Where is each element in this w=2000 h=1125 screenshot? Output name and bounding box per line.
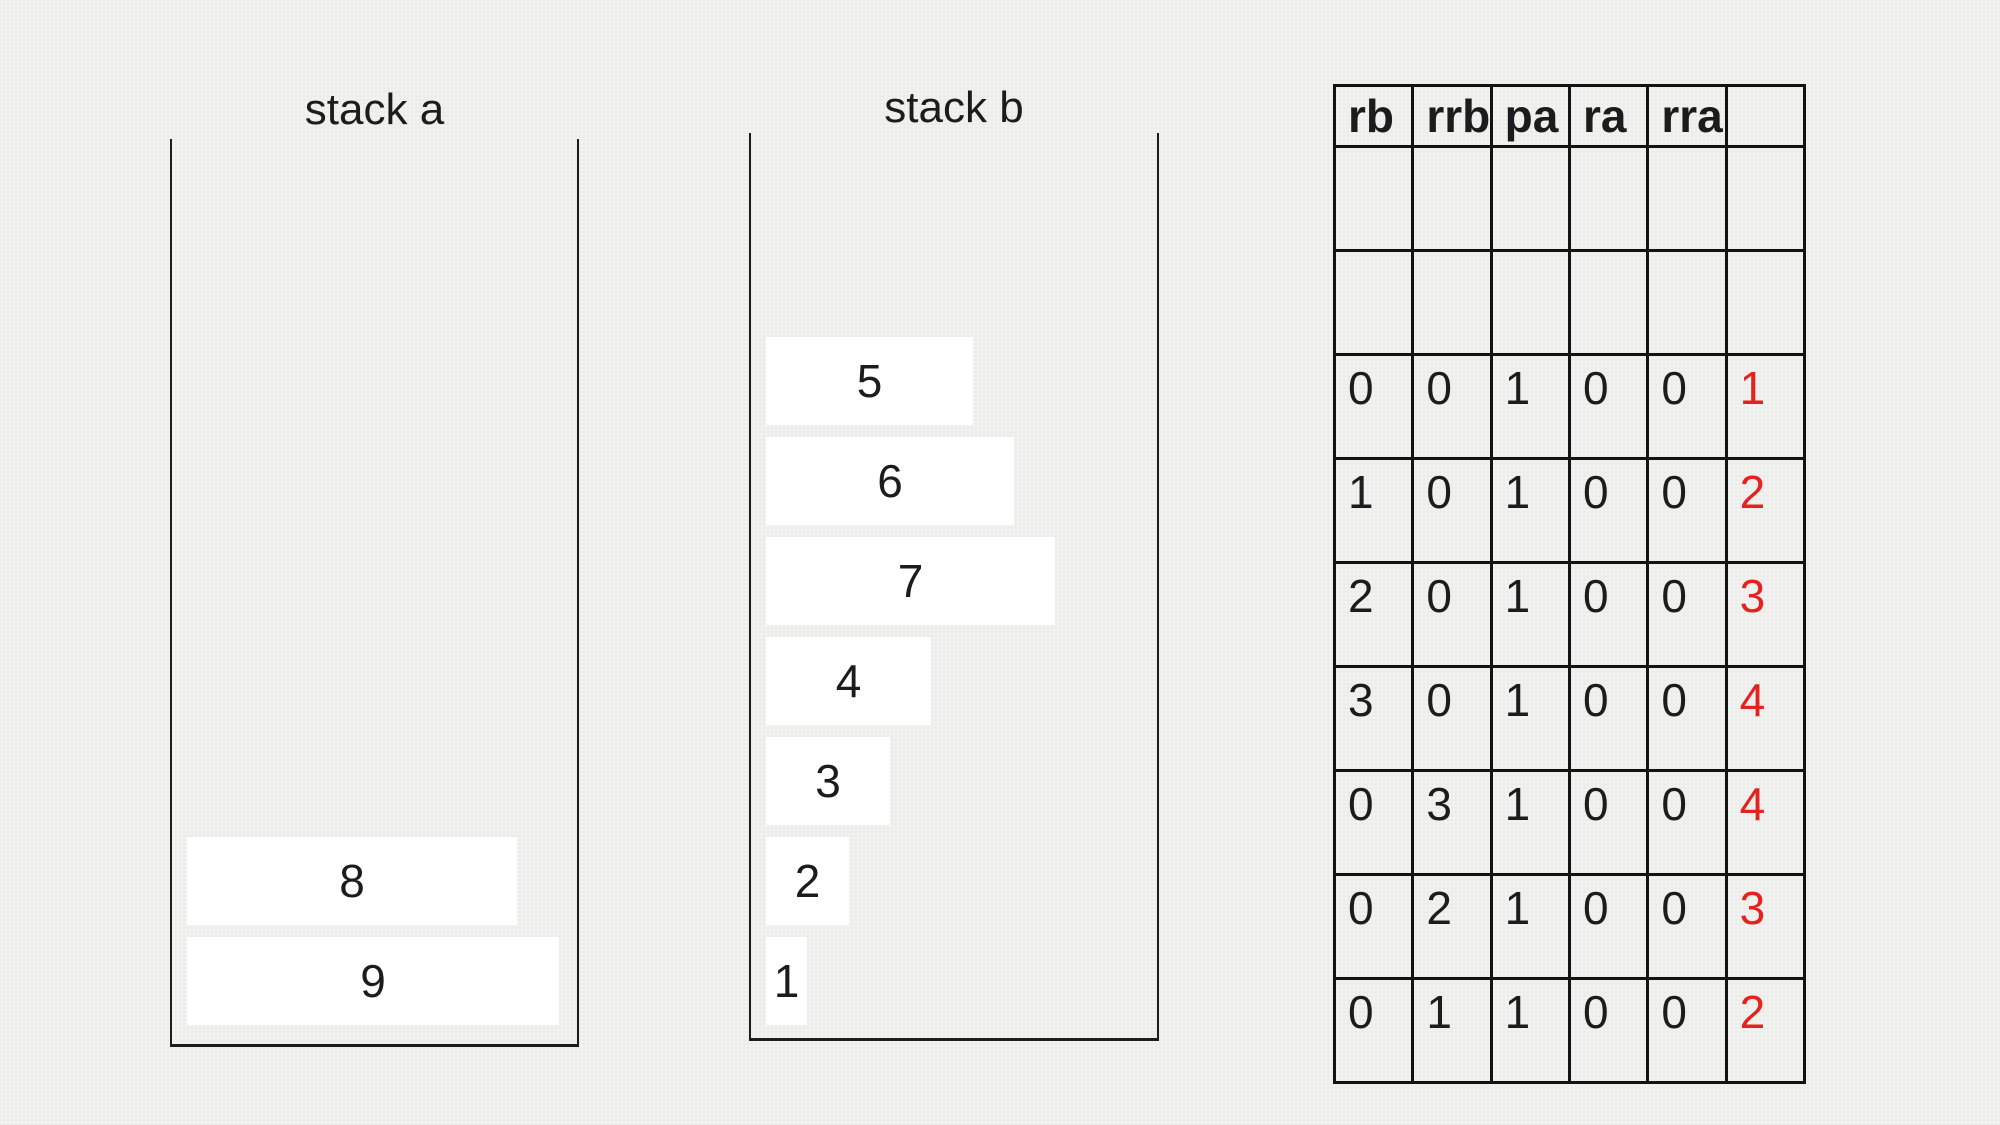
ops-cell: 0 xyxy=(1332,873,1415,980)
ops-cell: 3 xyxy=(1724,561,1807,668)
ops-cell: 1 xyxy=(1411,977,1493,1084)
ops-cell xyxy=(1411,145,1493,252)
ops-cell: 0 xyxy=(1567,457,1650,564)
ops-cell: 3 xyxy=(1724,873,1807,980)
ops-cell: 1 xyxy=(1489,665,1571,772)
ops-cell: 0 xyxy=(1567,977,1650,1084)
ops-cell: 2 xyxy=(1332,561,1415,668)
stack-item-bar: 8 xyxy=(187,837,517,925)
stack-item-bar: 2 xyxy=(766,837,849,925)
stack-item-bar: 6 xyxy=(766,437,1014,525)
ops-cell: 0 xyxy=(1646,665,1728,772)
ops-cell: 2 xyxy=(1724,977,1807,1084)
ops-cell: 0 xyxy=(1411,457,1493,564)
ops-cell: 0 xyxy=(1646,457,1728,564)
ops-cell: 0 xyxy=(1646,977,1728,1084)
ops-cell: 0 xyxy=(1646,353,1728,460)
stack-b-container xyxy=(749,133,1159,1041)
ops-cell: 0 xyxy=(1567,353,1650,460)
stack-b-title: stack b xyxy=(884,83,1024,132)
ops-cell: 0 xyxy=(1567,561,1650,668)
ops-cell: 1 xyxy=(1489,561,1571,668)
stack-item-bar: 1 xyxy=(766,937,807,1025)
ops-cell xyxy=(1411,249,1493,356)
ops-cell: 0 xyxy=(1646,769,1728,876)
ops-cell: 0 xyxy=(1567,873,1650,980)
ops-cell xyxy=(1489,249,1571,356)
ops-cell: 4 xyxy=(1724,769,1807,876)
ops-cell xyxy=(1332,145,1415,252)
ops-row xyxy=(1332,249,1807,356)
stack-item-bar: 7 xyxy=(766,537,1055,625)
ops-cell xyxy=(1489,145,1571,252)
ops-cell: 1 xyxy=(1724,353,1807,460)
ops-cell xyxy=(1567,249,1650,356)
ops-cell: 3 xyxy=(1411,769,1493,876)
stack-item-bar: 5 xyxy=(766,337,973,425)
ops-cell xyxy=(1646,249,1728,356)
ops-cell: 2 xyxy=(1411,873,1493,980)
stack-item-bar: 4 xyxy=(766,637,931,725)
ops-cell xyxy=(1332,249,1415,356)
ops-header-cell: rrb xyxy=(1411,84,1493,148)
ops-row xyxy=(1332,145,1807,252)
ops-cell: 0 xyxy=(1567,665,1650,772)
ops-cell: 0 xyxy=(1411,561,1493,668)
stack-a-title: stack a xyxy=(304,85,445,134)
ops-cell: 2 xyxy=(1724,457,1807,564)
ops-cell xyxy=(1724,249,1807,356)
ops-cell: 0 xyxy=(1646,873,1728,980)
ops-header-cell xyxy=(1724,84,1807,148)
ops-cell: 0 xyxy=(1332,353,1415,460)
ops-cell: 0 xyxy=(1332,977,1415,1084)
ops-cell: 1 xyxy=(1489,769,1571,876)
ops-header-cell: rra xyxy=(1646,84,1728,148)
ops-cell: 3 xyxy=(1332,665,1415,772)
stack-item-bar: 9 xyxy=(187,937,559,1025)
ops-header-cell: pa xyxy=(1489,84,1571,148)
ops-cell: 1 xyxy=(1489,353,1571,460)
ops-cell: 1 xyxy=(1489,977,1571,1084)
ops-cell: 0 xyxy=(1411,665,1493,772)
stack-a-container xyxy=(170,139,579,1047)
ops-header-cell: rb xyxy=(1332,84,1415,148)
ops-cell: 1 xyxy=(1489,457,1571,564)
ops-cell: 4 xyxy=(1724,665,1807,772)
ops-cell: 0 xyxy=(1411,353,1493,460)
stack-item-bar: 3 xyxy=(766,737,890,825)
ops-cell xyxy=(1646,145,1728,252)
ops-cell: 0 xyxy=(1567,769,1650,876)
ops-cell: 1 xyxy=(1489,873,1571,980)
ops-header-cell: ra xyxy=(1567,84,1650,148)
ops-cell: 1 xyxy=(1332,457,1415,564)
ops-cell xyxy=(1567,145,1650,252)
ops-cell: 0 xyxy=(1332,769,1415,876)
ops-cell: 0 xyxy=(1646,561,1728,668)
ops-cell xyxy=(1724,145,1807,252)
